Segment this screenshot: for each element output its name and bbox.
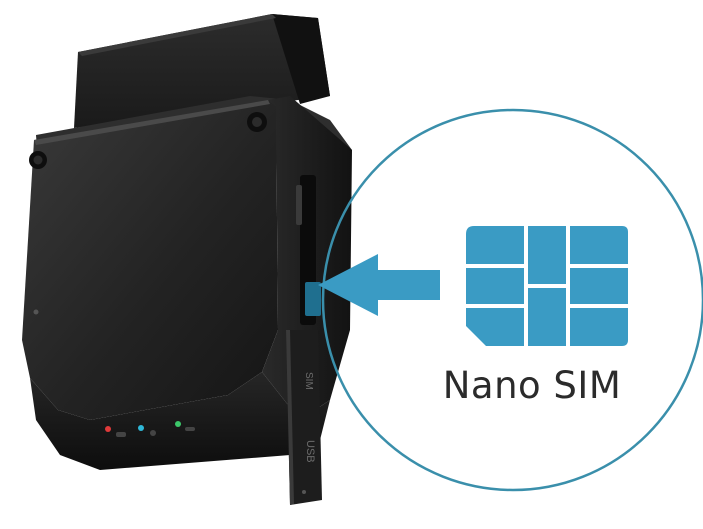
flap-usb-text: USB: [304, 440, 316, 463]
device-body: [22, 96, 352, 470]
led-cyan: [138, 425, 144, 431]
nano-sim-label: Nano SIM: [442, 364, 622, 407]
usb-sim-flap: SIM USB: [286, 330, 322, 505]
status-leds: [105, 421, 195, 437]
flap-sim-text: SIM: [303, 372, 314, 390]
insert-arrow-icon: [318, 254, 440, 316]
sim-slot: [305, 282, 321, 316]
led-red: [105, 426, 111, 432]
zoom-circle: [321, 108, 703, 492]
nano-sim-icon: [466, 226, 628, 346]
led-green: [175, 421, 181, 427]
